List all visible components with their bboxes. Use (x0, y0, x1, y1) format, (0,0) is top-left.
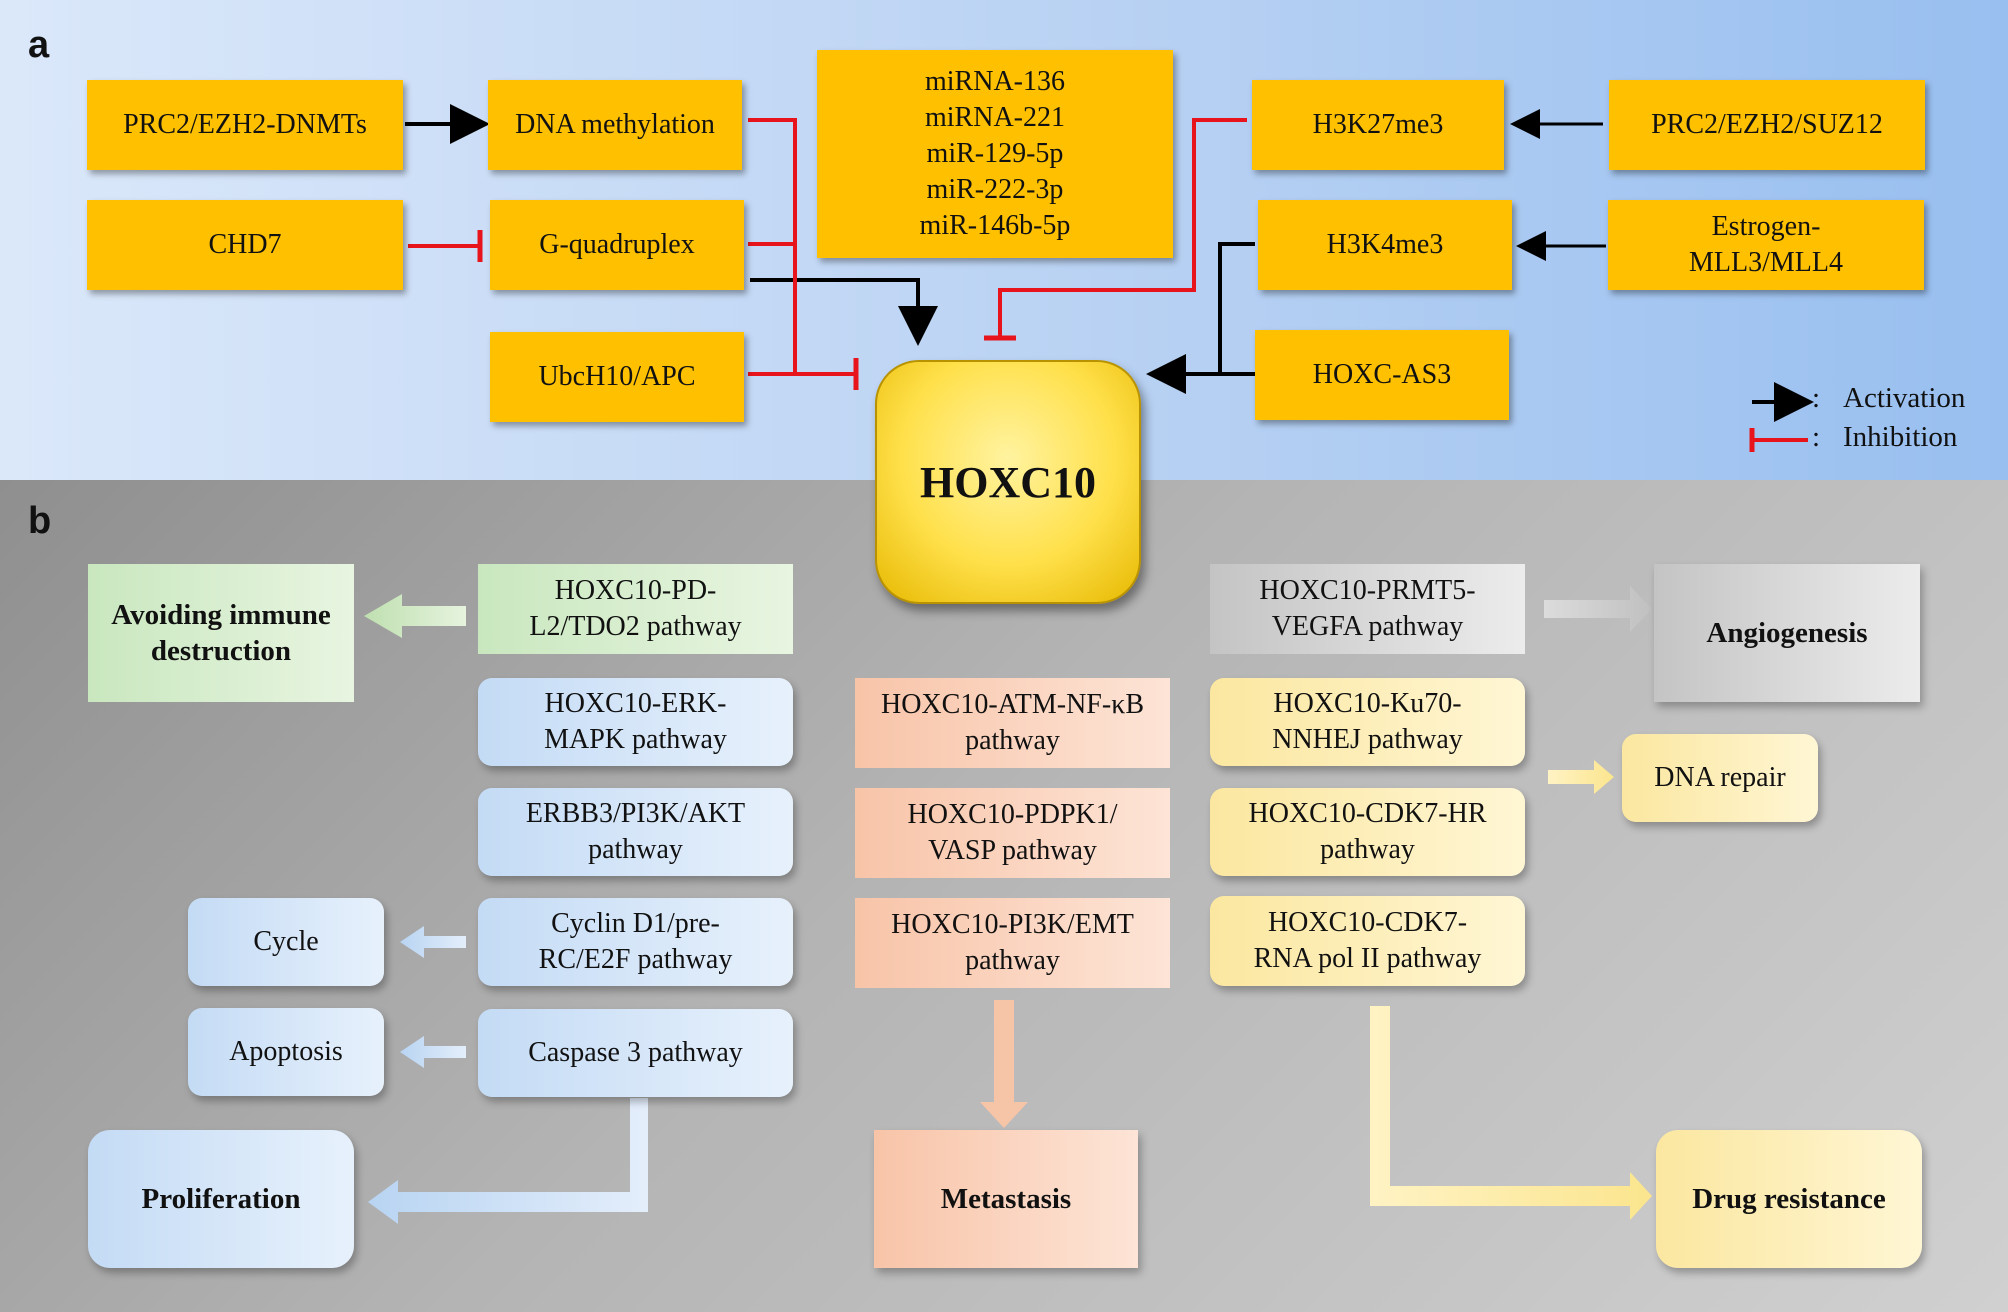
box-h3k4me3: H3K4me3 (1258, 200, 1512, 290)
legend-inhibition-label: Inhibition (1843, 421, 1958, 453)
box-h3k27me3: H3K27me3 (1252, 80, 1504, 170)
legend-inhibition-sep: : (1812, 421, 1821, 453)
pathway-erk-mapk: HOXC10-ERK- MAPK pathway (478, 678, 793, 766)
legend-activation-sep: : (1812, 382, 1821, 414)
outcome-metastasis: Metastasis (874, 1130, 1138, 1268)
outcome-proliferation: Proliferation (88, 1130, 354, 1268)
arrow-cdk7-drugresistance (1370, 1006, 1652, 1220)
pathway-cdk7-rna-pol: HOXC10-CDK7- RNA pol II pathway (1210, 896, 1525, 986)
arrow-caspase-apoptosis (400, 1036, 466, 1068)
outcome-apoptosis: Apoptosis (188, 1008, 384, 1096)
outcome-avoiding-immune-destruction: Avoiding immune destruction (88, 564, 354, 702)
outcome-dna-repair: DNA repair (1622, 734, 1818, 822)
pathway-atm-nfkb: HOXC10-ATM-NF-κB pathway (855, 678, 1170, 768)
outcome-drug-resistance: Drug resistance (1656, 1130, 1922, 1268)
hoxc10-center-node: HOXC10 (875, 360, 1141, 604)
pathway-pdpk1-vasp: HOXC10-PDPK1/ VASP pathway (855, 788, 1170, 878)
inhibition-connectors (408, 118, 1247, 390)
pathway-ku70-nnhej: HOXC10-Ku70- NNHEJ pathway (1210, 678, 1525, 766)
box-prc2-ezh2-suz12: PRC2/EZH2/SUZ12 (1609, 80, 1925, 170)
pathway-pi3k-emt: HOXC10-PI3K/EMT pathway (855, 898, 1170, 988)
arrow-pdl2-immune (364, 594, 466, 638)
arrow-ku70-dnarepair (1548, 760, 1614, 794)
box-prc2-ezh2-dnmts: PRC2/EZH2-DNMTs (87, 80, 403, 170)
activation-arrow-h3k4-hoxc10 (1146, 242, 1255, 394)
pathway-erbb3-pi3k-akt: ERBB3/PI3K/AKT pathway (478, 788, 793, 876)
arrow-prmt5-angiogenesis (1544, 586, 1652, 632)
box-ubch10-apc: UbcH10/APC (490, 332, 744, 422)
box-chd7: CHD7 (87, 200, 403, 290)
activation-arrow-gquad-hoxc10 (750, 278, 938, 346)
box-hoxc-as3: HOXC-AS3 (1255, 330, 1509, 420)
box-mirnas: miRNA-136 miRNA-221 miR-129-5p miR-222-3… (817, 50, 1173, 258)
pathway-cyclin-d1: Cyclin D1/pre- RC/E2F pathway (478, 898, 793, 986)
box-dna-methylation: DNA methylation (488, 80, 742, 170)
panel-label-b: b (28, 500, 52, 542)
pathway-cdk7-hr: HOXC10-CDK7-HR pathway (1210, 788, 1525, 876)
pathway-caspase3: Caspase 3 pathway (478, 1009, 793, 1097)
legend-inhibition-symbol (1749, 428, 1808, 452)
pathway-prmt5-vegfa: HOXC10-PRMT5- VEGFA pathway (1210, 564, 1525, 654)
arrow-pi3k-metastasis (980, 1000, 1028, 1128)
legend-activation-label: Activation (1843, 382, 1966, 414)
pathway-pdl2-tdo2: HOXC10-PD- L2/TDO2 pathway (478, 564, 793, 654)
outcome-cycle: Cycle (188, 898, 384, 986)
box-estrogen-mll3-mll4: Estrogen- MLL3/MLL4 (1608, 200, 1924, 290)
outcome-angiogenesis: Angiogenesis (1654, 564, 1920, 702)
panel-label-a: a (28, 24, 50, 66)
box-g-quadruplex: G-quadruplex (490, 200, 744, 290)
arrow-caspase-proliferation (368, 1098, 648, 1224)
arrow-cyclin-cycle (400, 926, 466, 958)
